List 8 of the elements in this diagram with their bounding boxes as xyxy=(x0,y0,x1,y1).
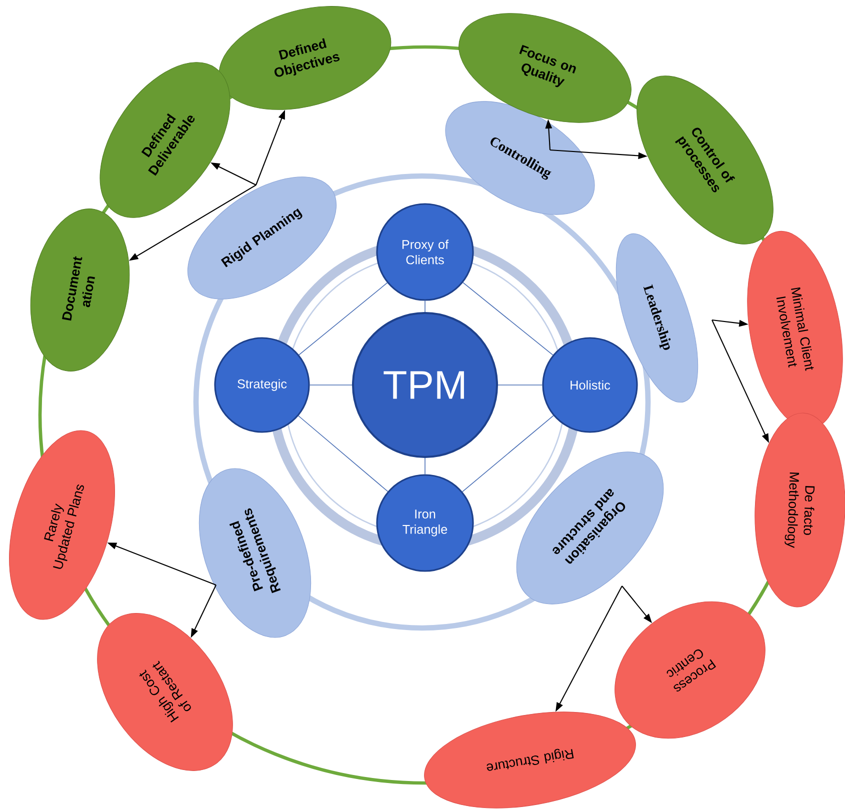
connector-line xyxy=(498,384,543,386)
connector-line xyxy=(298,282,388,356)
connector-line xyxy=(424,300,426,312)
connector-line xyxy=(309,384,352,386)
connector-line xyxy=(462,415,554,492)
connector-line xyxy=(462,282,554,356)
connector-line xyxy=(424,458,426,475)
connector-line xyxy=(298,415,388,492)
